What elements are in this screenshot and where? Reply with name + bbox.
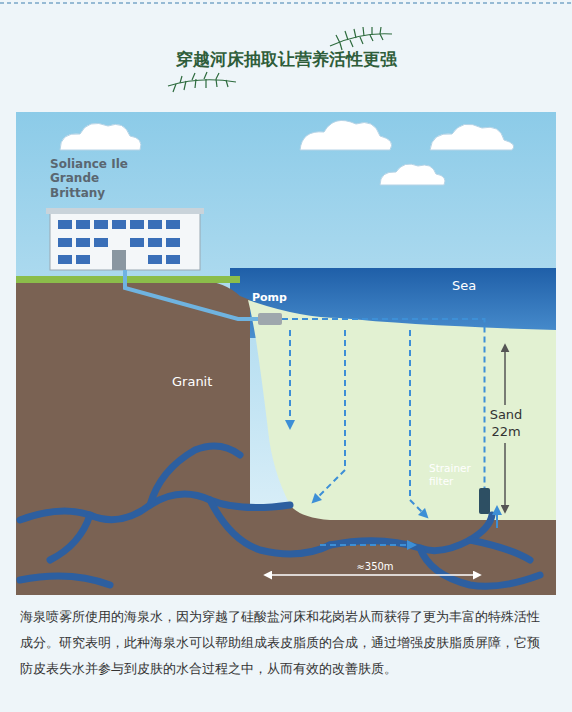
dimension-arrow [265,574,480,576]
pipe [125,270,258,319]
pump: Pomp [258,313,282,325]
cloud [60,120,514,185]
strainer-filter: Strainer filter [479,488,490,514]
sea-label: Sea [452,276,492,297]
dimension-label: ≈350m [340,558,410,575]
granite-label: Granit [172,372,232,393]
sky [16,112,556,595]
flow-arrow [290,330,425,545]
flow-arrow [496,510,498,528]
granite [16,280,250,595]
building [46,208,204,270]
dimension-label: Sand 22m [486,405,526,443]
river-channel [20,446,540,586]
sand [248,300,556,520]
flow-line [282,319,485,488]
building: Soliance Ile Grande Brittany [50,213,200,270]
title: 穿越河床抽取让营养活性更强 [0,48,572,71]
node-label: Pomp [252,291,302,304]
node-label: Soliance Ile Grande Brittany [50,157,140,200]
page-border [0,2,572,4]
caption: 海泉喷雾所使用的海泉水，因为穿越了硅酸盐河床和花岗岩从而获得了更为丰富的特殊活性… [20,604,552,682]
node-label: Strainer filter [429,462,479,487]
grass [16,276,240,283]
